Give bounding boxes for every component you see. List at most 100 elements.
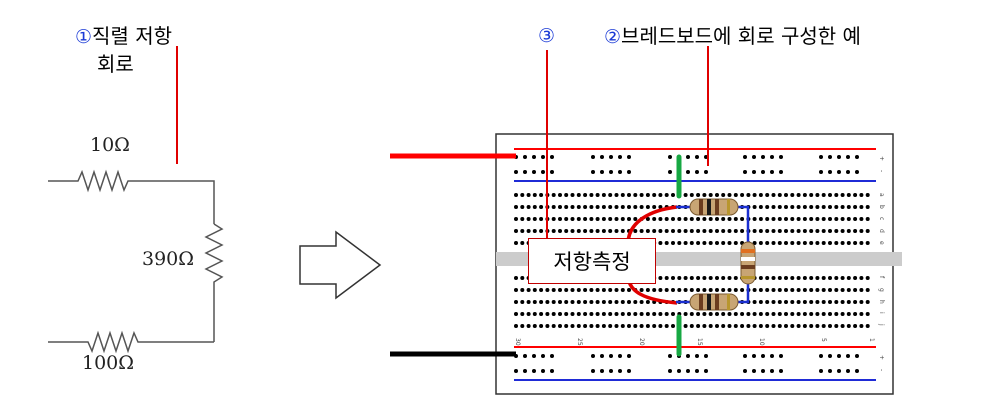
breadboard-hole (777, 324, 782, 328)
breadboard-hole (721, 324, 726, 328)
breadboard-hole (721, 217, 726, 221)
breadboard-hole (790, 300, 795, 304)
breadboard-hole (853, 300, 858, 304)
breadboard-hole (539, 300, 544, 304)
breadboard-hole (545, 288, 550, 292)
breadboard-hole (564, 312, 569, 316)
breadboard-hole (840, 217, 845, 221)
breadboard-hole (539, 288, 544, 292)
breadboard-hole (627, 300, 631, 304)
breadboard-hole (727, 217, 732, 221)
breadboard-hole (609, 354, 613, 358)
breadboard-hole (564, 217, 569, 221)
breadboard-hole (733, 288, 738, 292)
breadboard-hole (570, 300, 575, 304)
breadboard-hole (821, 193, 826, 197)
breadboard-hole (686, 170, 690, 174)
breadboard-hole (765, 288, 770, 292)
breadboard-hole (865, 312, 870, 316)
breadboard-hole (802, 276, 807, 280)
breadboard-hole (520, 312, 525, 316)
breadboard-hole (583, 205, 588, 209)
breadboard-hole (846, 170, 850, 174)
breadboard-hole (609, 170, 613, 174)
breadboard-hole (740, 324, 745, 328)
breadboard-hole (652, 205, 657, 209)
breadboard-hole (828, 155, 832, 159)
breadboard-hole (790, 241, 795, 245)
breadboard-hole (668, 170, 672, 174)
breadboard-hole (784, 229, 788, 233)
breadboard-hole (834, 312, 839, 316)
breadboard-hole (752, 300, 757, 304)
breadboard-hole (576, 288, 581, 292)
breadboard-hole (514, 170, 518, 174)
breadboard-hole (523, 354, 527, 358)
breadboard-hole (815, 312, 820, 316)
breadboard-hole (514, 288, 518, 292)
breadboard-hole (671, 288, 675, 292)
column-number: 5 (820, 338, 827, 342)
breadboard-hole (771, 312, 776, 316)
breadboard-hole (652, 229, 657, 233)
breadboard-hole (627, 217, 631, 221)
breadboard-hole (618, 369, 622, 373)
breadboard-hole (614, 193, 619, 197)
column-number: 1 (868, 338, 875, 342)
breadboard-hole (639, 288, 644, 292)
breadboard-hole (790, 276, 795, 280)
breadboard-hole (595, 217, 600, 221)
breadboard-hole (576, 205, 581, 209)
breadboard-hole (696, 241, 701, 245)
breadboard-hole (664, 324, 669, 328)
breadboard-hole (761, 369, 765, 373)
breadboard-hole (583, 288, 588, 292)
breadboard-hole (614, 300, 619, 304)
breadboard-hole (595, 193, 600, 197)
row-letter: c (878, 217, 885, 220)
column-number: 15 (696, 338, 703, 346)
breadboard-hole (819, 369, 823, 373)
breadboard-hole (541, 354, 545, 358)
breadboard-hole (853, 324, 858, 328)
breadboard-hole (551, 193, 556, 197)
breadboard-hole (658, 241, 663, 245)
breadboard-hole (779, 170, 783, 174)
breadboard-hole (696, 276, 701, 280)
breadboard-hole (600, 369, 604, 373)
breadboard-hole (784, 324, 788, 328)
breadboard-hole (526, 217, 531, 221)
resistance-measure-label: 저항측정 (528, 238, 656, 284)
breadboard-hole (721, 241, 726, 245)
breadboard-hole (532, 155, 536, 159)
breadboard-hole (645, 217, 650, 221)
breadboard-hole (652, 193, 657, 197)
breadboard-hole (802, 241, 807, 245)
breadboard-hole (677, 217, 682, 221)
breadboard-hole (796, 312, 801, 316)
breadboard-hole (708, 193, 713, 197)
breadboard-hole (664, 193, 669, 197)
breadboard-hole (523, 155, 527, 159)
breadboard-hole (689, 193, 694, 197)
breadboard-hole (564, 229, 569, 233)
breadboard-hole (819, 155, 823, 159)
breadboard-hole (645, 229, 650, 233)
breadboard-hole (539, 324, 544, 328)
breadboard-hole (627, 324, 631, 328)
breadboard-hole (727, 193, 732, 197)
breadboard-hole (727, 276, 732, 280)
breadboard-hole (671, 229, 675, 233)
breadboard-hole (828, 288, 832, 292)
breadboard-hole (539, 205, 544, 209)
breadboard-hole (532, 300, 537, 304)
breadboard-hole (608, 300, 613, 304)
breadboard-hole (740, 312, 745, 316)
breadboard-hole (865, 229, 870, 233)
breadboard-hole (677, 288, 682, 292)
breadboard-hole (620, 193, 625, 197)
breadboard-hole (784, 193, 788, 197)
breadboard-hole (589, 288, 594, 292)
breadboard-hole (758, 205, 763, 209)
breadboard-hole (633, 324, 638, 328)
